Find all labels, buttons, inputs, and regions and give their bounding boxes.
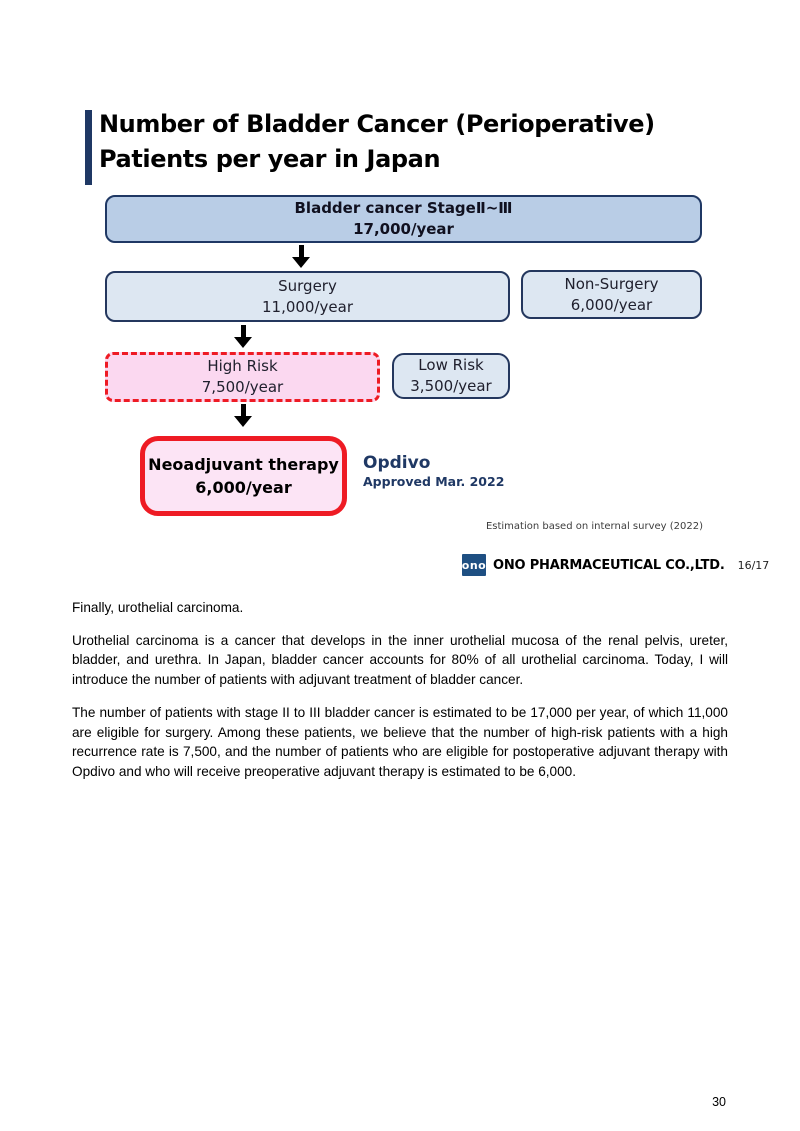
transcript-paragraph-2: Urothelial carcinoma is a cancer that de… — [72, 632, 728, 688]
high-risk-box: High Risk 7,500/year — [105, 352, 380, 402]
transcript-paragraph-1: Finally, urothelial carcinoma. — [72, 600, 244, 615]
stage-box-value: 17,000/year — [353, 220, 454, 238]
stage-box-label: Bladder cancer StageⅡ~Ⅲ — [294, 199, 513, 217]
low-risk-box: Low Risk 3,500/year — [392, 353, 510, 399]
neoadjuvant-box-label: Neoadjuvant therapy — [148, 455, 339, 474]
low-risk-box-value: 3,500/year — [410, 377, 492, 395]
ono-logo-icon: ono — [462, 554, 486, 576]
neoadjuvant-box-value: 6,000/year — [195, 478, 292, 497]
down-arrow-icon — [234, 404, 252, 427]
neoadjuvant-box: Neoadjuvant therapy 6,000/year — [140, 436, 347, 516]
low-risk-box-label: Low Risk — [418, 356, 484, 374]
opdivo-name: Opdivo — [363, 453, 431, 473]
page-number: 30 — [712, 1095, 726, 1109]
slide-footer: ono ONO PHARMACEUTICAL CO.,LTD. 16/17 — [462, 554, 769, 576]
high-risk-box-label: High Risk — [207, 357, 278, 375]
slide-page-indicator: 16/17 — [737, 558, 770, 572]
high-risk-box-value: 7,500/year — [201, 378, 284, 396]
company-name: ONO PHARMACEUTICAL CO.,LTD. — [493, 557, 725, 573]
down-arrow-icon — [292, 245, 310, 268]
estimation-note: Estimation based on internal survey (202… — [485, 521, 703, 532]
transcript: Finally, urothelial carcinoma. Urothelia… — [72, 598, 728, 795]
non-surgery-box: Non-Surgery 6,000/year — [521, 270, 702, 319]
surgery-box-label: Surgery — [278, 276, 337, 295]
surgery-box-value: 11,000/year — [261, 297, 353, 316]
non-surgery-box-value: 6,000/year — [570, 295, 653, 314]
opdivo-annotation: Opdivo Approved Mar. 2022 — [363, 452, 504, 490]
slide-title-line2: Patients per year in Japan — [99, 145, 441, 173]
down-arrow-icon — [234, 325, 252, 348]
transcript-paragraph-3: The number of patients with stage II to … — [72, 704, 728, 779]
surgery-box: Surgery 11,000/year — [105, 271, 510, 322]
title-accent-bar — [85, 110, 92, 185]
non-surgery-box-label: Non-Surgery — [564, 274, 659, 293]
stage-box: Bladder cancer StageⅡ~Ⅲ 17,000/year — [105, 195, 702, 243]
opdivo-approval-date: Approved Mar. 2022 — [363, 474, 505, 489]
slide-title-line1: Number of Bladder Cancer (Perioperative) — [99, 110, 655, 138]
slide-title: Number of Bladder Cancer (Perioperative)… — [99, 107, 655, 177]
